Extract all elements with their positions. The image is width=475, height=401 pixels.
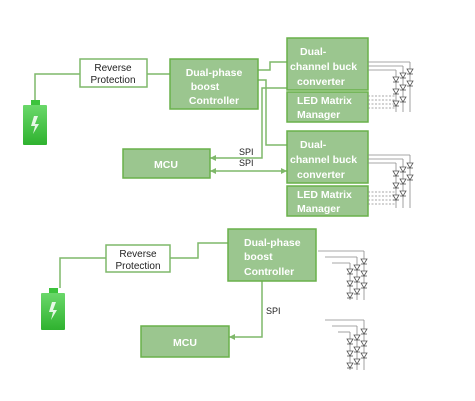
- reverse-protection-bottom-line-2: Protection: [115, 261, 160, 272]
- reverse-protection-bottom-line-1: Reverse: [119, 249, 157, 260]
- battery-to-protection-wire-bottom: [59, 257, 106, 288]
- top-system: Reverse Protection Dual-phase boost Cont…: [23, 37, 414, 217]
- buck-converter-block-2: Dual- channel buck converter: [286, 130, 369, 184]
- buck-converter-2-line-2: channel buck: [290, 154, 357, 166]
- spi-line-bottom: [229, 281, 263, 338]
- reverse-protection-line-2: Protection: [90, 75, 135, 86]
- mcu-label-bottom: MCU: [173, 337, 197, 349]
- spi-line-1: [210, 87, 287, 159]
- buck-converter-2-line-1: Dual-: [300, 139, 327, 151]
- battery-icon-bottom: [41, 288, 65, 330]
- boost-controller-bottom-line-1: Dual-phase: [244, 237, 301, 249]
- led-matrix-4: [325, 319, 368, 370]
- reverse-protection-block-top: Reverse Protection: [79, 58, 148, 88]
- led-matrix-manager-block-2: LED Matrix Manager: [286, 185, 369, 217]
- buck-converter-1-line-3: converter: [297, 76, 345, 88]
- boost-controller-block-bottom: Dual-phase boost Controller: [227, 228, 317, 282]
- led-matrix-1: [368, 61, 414, 112]
- boost-controller-bottom-line-2: boost: [244, 251, 273, 263]
- mcu-label-top: MCU: [154, 159, 178, 171]
- boost-controller-bottom-line-3: Controller: [244, 266, 294, 278]
- boost-to-buck1-wire: [258, 61, 287, 71]
- spi-label-1: SPI: [239, 147, 254, 157]
- buck-converter-2-line-3: converter: [297, 169, 345, 181]
- boost-to-buck2-wire: [258, 79, 287, 146]
- battery-icon-top: [23, 100, 47, 145]
- buck-converter-block-1: Dual- channel buck converter: [286, 37, 369, 91]
- mcu-block-top: MCU: [122, 148, 211, 179]
- boost-controller-line-2: boost: [191, 81, 220, 93]
- led-matrix-3: [318, 250, 368, 300]
- led-matrix-2: [368, 154, 414, 208]
- mcu-block-bottom: MCU: [140, 325, 230, 358]
- led-manager-2-line-1: LED Matrix: [297, 189, 352, 201]
- battery-to-protection-wire-top: [34, 73, 80, 100]
- led-matrix-manager-block-1: LED Matrix Manager: [286, 91, 369, 123]
- reverse-protection-line-1: Reverse: [94, 63, 132, 74]
- boost-controller-line-3: Controller: [189, 95, 239, 107]
- protection-to-boost-wire-bottom: [170, 242, 228, 259]
- boost-controller-block-top: Dual-phase boost Controller: [169, 58, 259, 110]
- buck-converter-1-line-1: Dual-: [300, 46, 327, 58]
- reverse-protection-block-bottom: Reverse Protection: [105, 244, 171, 273]
- spi-label-2: SPI: [239, 158, 254, 168]
- boost-controller-line-1: Dual-phase: [186, 67, 243, 79]
- buck-converter-1-line-2: channel buck: [290, 61, 357, 73]
- led-manager-1-line-2: Manager: [297, 109, 340, 121]
- led-manager-1-line-1: LED Matrix: [297, 95, 352, 107]
- led-manager-2-line-2: Manager: [297, 203, 340, 215]
- bottom-system: Reverse Protection Dual-phase boost Cont…: [41, 228, 368, 370]
- spi-label-bottom: SPI: [266, 306, 281, 316]
